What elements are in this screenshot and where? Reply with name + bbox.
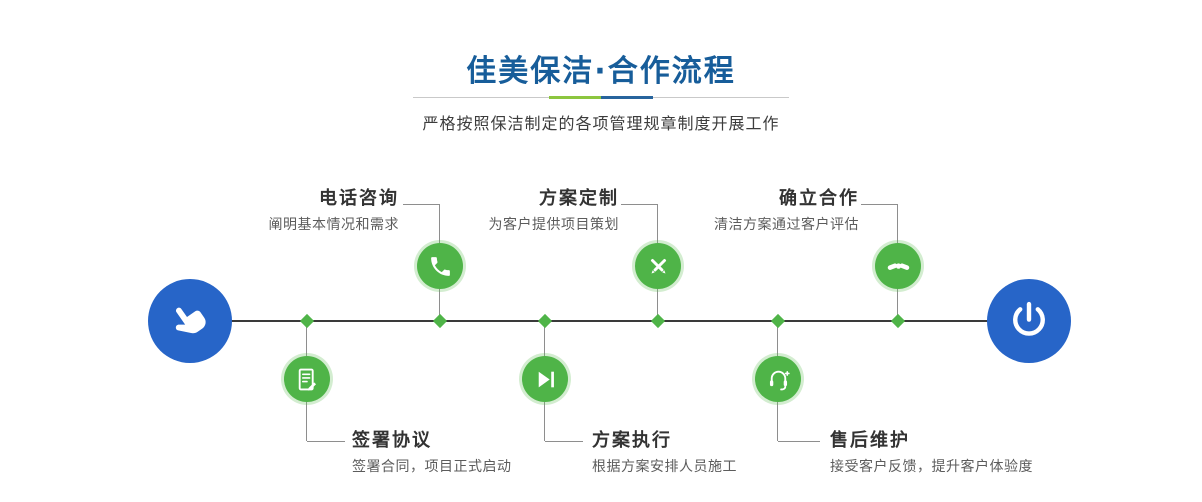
step-label-phone-consult: 电话咨询 阐明基本情况和需求: [269, 188, 400, 233]
page-subtitle: 严格按照保洁制定的各项管理规章制度开展工作: [422, 114, 780, 133]
title-divider: [413, 96, 789, 99]
timeline-diamond: [432, 313, 448, 329]
timeline-diamond: [537, 313, 553, 329]
contract-icon: [295, 367, 320, 392]
step-desc: 清洁方案通过客户评估: [714, 216, 859, 233]
step-title: 方案定制: [539, 188, 619, 209]
step-node-execution: [522, 356, 568, 402]
step-connector: [307, 441, 345, 442]
step-connector: [778, 441, 820, 442]
step-connector: [545, 441, 583, 442]
play-icon: [533, 367, 558, 392]
step-title: 签署协议: [352, 430, 432, 451]
step-node-contract: [284, 356, 330, 402]
headset-icon: [766, 367, 791, 392]
step-label-execution: 方案执行 根据方案安排人员施工: [592, 430, 737, 475]
timeline-diamond: [299, 313, 315, 329]
page-title: 佳美保洁·合作流程: [466, 54, 736, 89]
step-desc: 为客户提供项目策划: [488, 216, 619, 233]
step-desc: 接受客户反馈，提升客户体验度: [830, 458, 1033, 475]
step-label-contract: 签署协议 签署合同，项目正式启动: [352, 430, 512, 475]
step-connector: [403, 204, 440, 205]
phone-icon: [428, 254, 453, 279]
end-node: [987, 279, 1071, 363]
timeline-diamond: [890, 313, 906, 329]
start-node: [148, 279, 232, 363]
step-title: 确立合作: [779, 188, 859, 209]
step-label-cooperation: 确立合作 清洁方案通过客户评估: [714, 188, 859, 233]
step-title: 售后维护: [830, 430, 910, 451]
step-node-plan-design: [635, 243, 681, 289]
step-label-plan-design: 方案定制 为客户提供项目策划: [489, 188, 620, 233]
step-title: 电话咨询: [319, 188, 399, 209]
power-icon: [1007, 299, 1051, 343]
pointing-hand-icon: [168, 299, 212, 343]
timeline-diamond: [650, 313, 666, 329]
pen-tools-icon: [646, 254, 671, 279]
step-desc: 签署合同，项目正式启动: [352, 458, 512, 475]
title-divider-accent: [549, 96, 653, 99]
step-label-after-sales: 售后维护 接受客户反馈，提升客户体验度: [830, 430, 1033, 475]
step-desc: 根据方案安排人员施工: [592, 458, 737, 475]
step-node-phone-consult: [417, 243, 463, 289]
step-title: 方案执行: [592, 430, 672, 451]
step-connector: [621, 204, 658, 205]
timeline-line: [190, 320, 1030, 322]
timeline-diamond: [770, 313, 786, 329]
step-node-cooperation: [875, 243, 921, 289]
handshake-icon: [886, 254, 911, 279]
step-desc: 阐明基本情况和需求: [268, 216, 399, 233]
step-connector: [861, 204, 898, 205]
step-node-after-sales: [755, 356, 801, 402]
